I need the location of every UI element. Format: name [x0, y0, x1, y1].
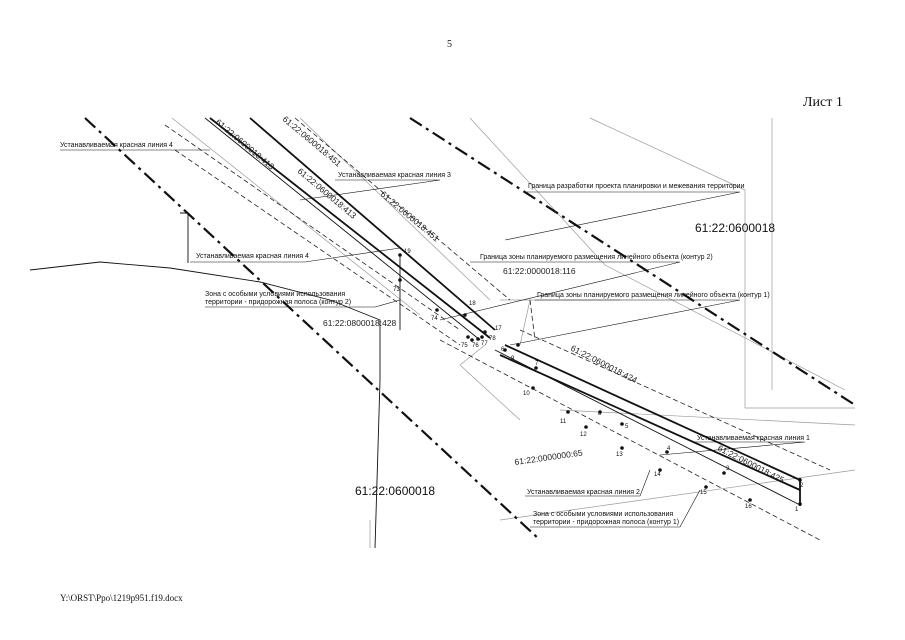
svg-text:78: 78 [489, 336, 496, 342]
red-lines [209, 117, 801, 506]
sheet-label: Лист 1 [803, 95, 843, 110]
svg-text:77: 77 [481, 341, 488, 347]
background-parcels [171, 117, 856, 548]
annotation-red-line-4: Устанавливаемая красная линия 4 [196, 253, 309, 260]
svg-text:4: 4 [667, 446, 671, 452]
parcel-label: 61:22:0600018:425 [716, 443, 786, 485]
annotation-roadside-zone-2-line2: территории - придорожная полоса (контур … [205, 299, 351, 306]
annotation-zone-contour-1: Граница зоны планируемого размещения лин… [537, 291, 770, 299]
svg-text:75: 75 [461, 343, 468, 349]
svg-text:7: 7 [535, 361, 539, 367]
page-number: 5 [447, 39, 452, 50]
svg-text:6: 6 [501, 347, 505, 353]
zone-dashed-lines [164, 117, 831, 541]
svg-text:1: 1 [795, 507, 799, 513]
svg-text:9: 9 [511, 356, 515, 362]
svg-text:73: 73 [393, 287, 400, 293]
svg-text:15: 15 [700, 490, 707, 496]
project-boundary [84, 117, 856, 541]
svg-text:17: 17 [495, 326, 502, 332]
parcel-label: 61:22:0600018:413 [214, 117, 277, 172]
parcel-label: 61:22:0800018:428 [323, 318, 397, 328]
annotation-red-line-3: Устанавливаемая красная линия 3 [338, 172, 451, 179]
svg-text:76: 76 [472, 343, 479, 349]
svg-text:74: 74 [431, 316, 438, 322]
svg-text:11: 11 [560, 419, 567, 425]
vertex-numbers: 19 73 18 74 17 78 77 76 75 9 6 7 10 11 1… [393, 249, 804, 513]
parcel-label: 61:22:0000018:116 [503, 266, 576, 276]
annotation-roadside-zone-1-line2: территории - придорожная полоса (контур … [533, 519, 679, 526]
svg-text:3: 3 [726, 466, 730, 472]
leader-lines [60, 149, 806, 528]
parcel-label: 61:22:0600018:451 [379, 189, 442, 244]
svg-text:13: 13 [616, 452, 623, 458]
file-path: Y:\ORST\Ppo\1219p951.f19.docx [60, 593, 183, 603]
quarter-label: 61:22:0600018 [355, 484, 435, 498]
svg-text:16: 16 [745, 504, 752, 510]
vertex-dots [398, 253, 802, 506]
annotation-roadside-zone-2-line1: Зона с особыми условиями использования [205, 290, 345, 298]
annotation-red-line-1: Устанавливаемая красная линия 1 [697, 435, 810, 442]
svg-text:14: 14 [654, 472, 661, 478]
annotation-red-line-2: Устанавливаемая красная линия 2 [527, 489, 640, 496]
svg-text:12: 12 [580, 432, 587, 438]
quarter-label: 61:22:0600018 [695, 221, 775, 235]
svg-text:5: 5 [625, 424, 629, 430]
parcel-label: 61:22:0600018:451 [281, 114, 344, 169]
svg-text:10: 10 [523, 391, 530, 397]
svg-text:8: 8 [598, 411, 602, 417]
svg-text:18: 18 [469, 301, 476, 307]
annotation-project-boundary: Граница разработки проекта планировки и … [528, 182, 745, 190]
parcel-label: 61:22:0000000:65 [514, 448, 584, 467]
annotation-red-line-4-top: Устанавливаемая красная линия 4 [60, 142, 173, 149]
annotation-roadside-zone-1-line1: Зона с особыми условиями использования [533, 510, 673, 518]
annotation-zone-contour-2: Граница зоны планируемого размещения лин… [480, 253, 713, 261]
svg-text:2: 2 [800, 483, 804, 489]
svg-text:19: 19 [404, 249, 411, 255]
